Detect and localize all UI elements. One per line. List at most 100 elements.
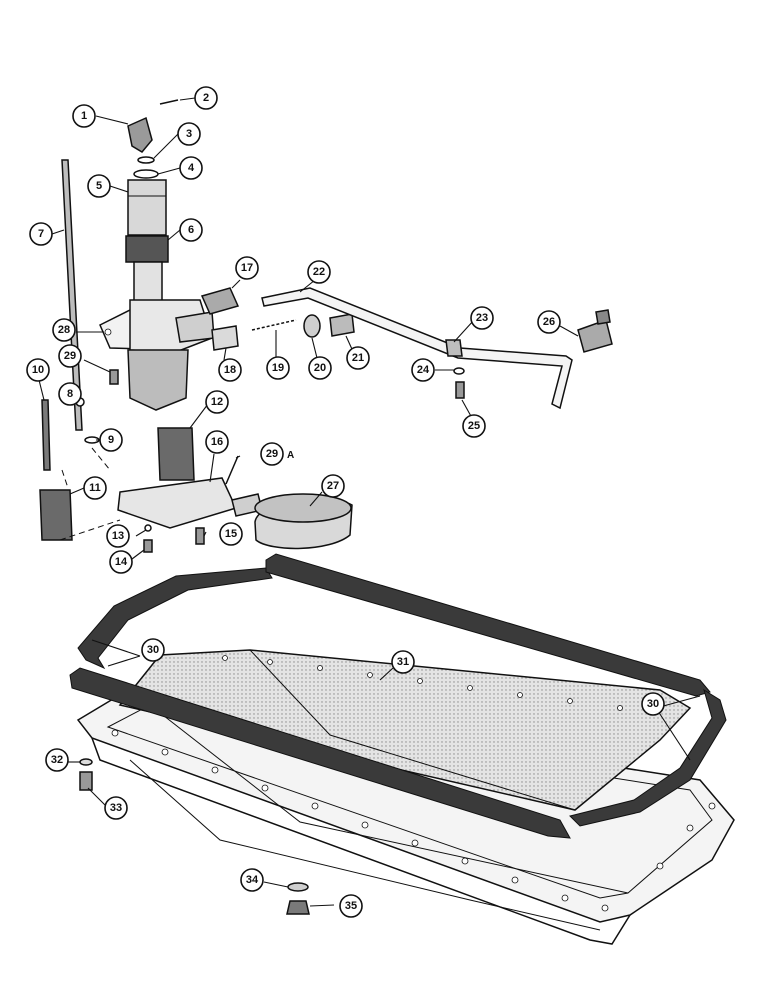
driven-gear-11 [39, 489, 73, 541]
svg-text:4: 4 [188, 162, 195, 174]
svg-text:2: 2 [203, 92, 209, 104]
callout-17: 17 [235, 256, 259, 280]
pump-shaft-housing-5 [127, 179, 167, 236]
drain-plug-washer-34 [287, 882, 309, 892]
svg-text:18: 18 [224, 364, 236, 376]
callout-labels: 1 2 3 4 5 6 7 8 9 10 11 12 13 14 15 16 1… [26, 86, 665, 918]
svg-text:24: 24 [417, 364, 430, 376]
callout-6: 6 [179, 218, 203, 242]
callout-13: 13 [106, 524, 130, 548]
screw-33 [79, 771, 93, 791]
callout-35: 35 [339, 894, 363, 918]
svg-text:25: 25 [468, 420, 480, 432]
callout-27: 27 [321, 474, 345, 498]
svg-text:23: 23 [476, 312, 488, 324]
svg-text:27: 27 [327, 480, 339, 492]
callout-25: 25 [462, 414, 486, 438]
callout-29a-suffix: A [287, 450, 294, 461]
gasket-left-rear [77, 567, 273, 670]
lockwasher-13 [144, 524, 152, 532]
callout-24: 24 [411, 358, 435, 382]
tube-clip-23 [445, 339, 463, 357]
callout-12: 12 [205, 390, 229, 414]
o-ring-4 [133, 169, 159, 179]
svg-text:14: 14 [115, 556, 128, 568]
callout-32: 32 [45, 748, 69, 772]
callout-26: 26 [537, 310, 561, 334]
callout-1: 1 [72, 104, 96, 128]
drain-plug-35 [286, 900, 310, 915]
pump-outlet-boss [175, 311, 215, 343]
callout-23: 23 [470, 306, 494, 330]
svg-text:26: 26 [543, 316, 555, 328]
svg-text:3: 3 [186, 128, 192, 140]
svg-text:35: 35 [345, 900, 357, 912]
bushing-6 [125, 235, 169, 263]
svg-text:28: 28 [58, 324, 70, 336]
svg-text:33: 33 [110, 802, 122, 814]
svg-text:5: 5 [96, 180, 102, 192]
callout-30-right: 30 [641, 692, 665, 716]
oil-tube-22 [261, 287, 573, 410]
svg-text:17: 17 [241, 262, 253, 274]
lockwasher-24 [453, 367, 465, 375]
callout-22: 22 [307, 260, 331, 284]
callout-29a: 29 [260, 442, 284, 466]
gasket-right-front [569, 688, 727, 827]
washer-3 [137, 156, 155, 164]
spring-29A [225, 455, 239, 485]
callout-34: 34 [240, 868, 264, 892]
fitting-17 [200, 287, 240, 315]
svg-text:16: 16 [211, 436, 223, 448]
svg-text:31: 31 [397, 656, 409, 668]
callout-20: 20 [308, 356, 332, 380]
pin-2 [159, 99, 179, 105]
screw-29 [109, 369, 119, 385]
callout-10: 10 [26, 358, 50, 382]
svg-text:15: 15 [225, 528, 237, 540]
screw-25 [455, 381, 465, 399]
svg-text:12: 12 [211, 396, 223, 408]
tray-bolt-holes [222, 655, 623, 711]
callout-3: 3 [177, 122, 201, 146]
svg-text:6: 6 [188, 224, 194, 236]
svg-text:11: 11 [89, 482, 101, 494]
svg-text:29: 29 [266, 448, 278, 460]
elbow-fitting-26 [577, 319, 613, 353]
pin-10 [41, 399, 51, 471]
callout-21: 21 [346, 346, 370, 370]
callout-28: 28 [52, 318, 76, 342]
screw-15 [195, 527, 205, 545]
callout-15: 15 [219, 522, 243, 546]
drive-gear-12 [157, 427, 195, 481]
gasket-long-rear [265, 553, 711, 697]
pump-cover-16 [117, 477, 238, 529]
callout-5: 5 [87, 174, 111, 198]
svg-text:29: 29 [64, 350, 76, 362]
callout-18: 18 [218, 358, 242, 382]
callout-14: 14 [109, 550, 133, 574]
svg-text:21: 21 [352, 352, 364, 364]
svg-text:10: 10 [32, 364, 44, 376]
callout-31: 31 [391, 650, 415, 674]
svg-text:13: 13 [112, 530, 124, 542]
svg-text:9: 9 [108, 434, 114, 446]
gasket-20 [303, 314, 321, 338]
callout-16: 16 [205, 430, 229, 454]
washer-32 [79, 758, 93, 766]
callout-4: 4 [179, 156, 203, 180]
callout-29: 29 [58, 344, 82, 368]
pan-gaskets [69, 553, 727, 839]
pump-gear-case [127, 349, 189, 411]
spring-19 [251, 319, 297, 331]
svg-text:34: 34 [246, 874, 259, 886]
svg-text:20: 20 [314, 362, 326, 374]
oil-pump-assembly [99, 99, 215, 411]
svg-text:32: 32 [51, 754, 63, 766]
callout-11: 11 [83, 476, 107, 500]
plug-21 [329, 313, 355, 337]
callout-33: 33 [104, 796, 128, 820]
svg-text:30: 30 [147, 644, 159, 656]
gasket-long-front [69, 667, 571, 839]
